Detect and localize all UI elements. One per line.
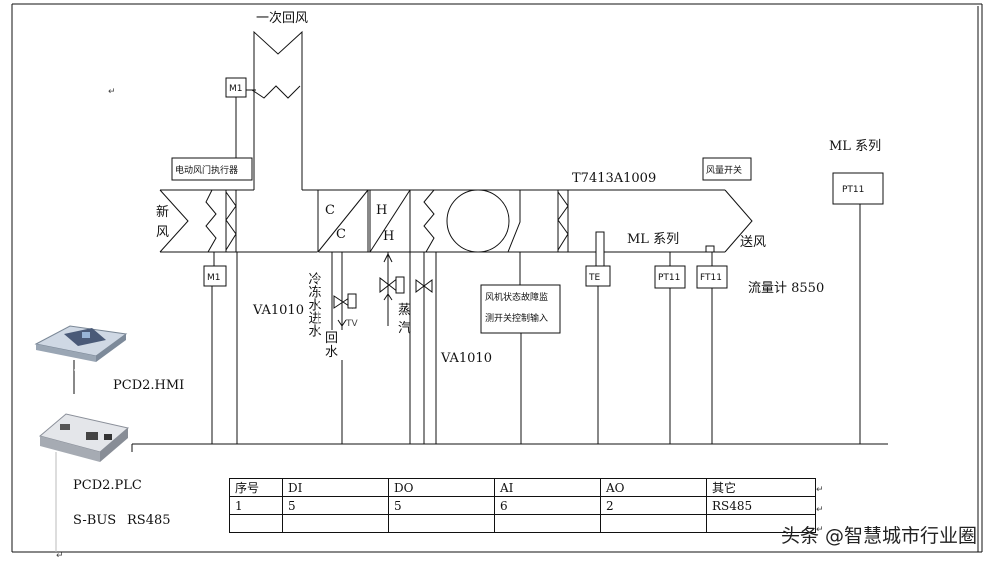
va1010-right-label: VA1010 bbox=[440, 351, 492, 366]
return-mark: ↵ bbox=[816, 525, 824, 535]
table-cell: 5 bbox=[388, 496, 495, 515]
supply-fan bbox=[446, 189, 510, 253]
flowmeter-label: 流量计 8550 bbox=[748, 281, 824, 296]
steam-label-1: 蒸 bbox=[398, 303, 411, 318]
sbus-label: S-BUS bbox=[73, 513, 116, 528]
chilled-water-in-label: 冷冻水进水 bbox=[306, 272, 322, 337]
rs485-label: RS485 bbox=[127, 513, 171, 528]
m1-bottom-label: M1 bbox=[207, 273, 221, 283]
pt11-a-label: PT11 bbox=[658, 273, 680, 283]
watermark-text: 头条 @智慧城市行业圈 bbox=[780, 525, 977, 547]
ml-series-mid: ML 系列 bbox=[627, 232, 679, 247]
return-mark: ↵ bbox=[108, 87, 116, 97]
airflow-switch-box bbox=[702, 157, 752, 181]
table-cell: 1 bbox=[229, 496, 283, 515]
table-header-cell: AO bbox=[600, 478, 707, 497]
fresh-air-label-1: 新 bbox=[156, 204, 169, 220]
cooling-coil-diagonal bbox=[317, 189, 369, 253]
ft11-link bbox=[705, 245, 715, 266]
pcd2-plc-device bbox=[38, 413, 130, 462]
table-header-cell: 其它 bbox=[706, 478, 816, 497]
m1-top-label: M1 bbox=[229, 84, 243, 94]
m1-bottom-box bbox=[203, 265, 227, 287]
table-cell bbox=[229, 514, 283, 533]
fresh-air-filter bbox=[205, 189, 217, 253]
va1010-right-valve bbox=[415, 279, 433, 293]
table-cell: RS485 bbox=[706, 496, 816, 515]
steam-valve-actuator bbox=[395, 276, 405, 294]
fresh-air-damper-zigzag bbox=[225, 191, 237, 251]
table-row: 1 5 5 6 2 RS485 bbox=[229, 496, 816, 515]
damper-actuator-box bbox=[171, 157, 253, 181]
table-cell bbox=[706, 514, 816, 533]
pt11-b-box bbox=[832, 172, 884, 205]
return-mark: ↵ bbox=[816, 485, 824, 495]
steam-valve bbox=[379, 276, 399, 294]
airflow-switch-label: 风量开关 bbox=[706, 164, 742, 176]
table-header-cell: 序号 bbox=[229, 478, 283, 497]
outlet-damper bbox=[557, 189, 569, 253]
pt11-b-label: PT11 bbox=[842, 185, 864, 195]
supply-air-outlet bbox=[724, 189, 753, 253]
table-cell: 2 bbox=[600, 496, 707, 515]
steam-arrow-up bbox=[383, 252, 393, 263]
steam-flow-arrow bbox=[383, 293, 393, 326]
fan-status-label-1: 风机状态故障监 bbox=[485, 291, 548, 303]
fresh-air-label-2: 风 bbox=[156, 225, 169, 240]
table-header-cell: DI bbox=[282, 478, 389, 497]
fresh-air-inlet bbox=[159, 189, 189, 253]
return-mark: ↵ bbox=[56, 551, 64, 561]
return-mark: ↵ bbox=[816, 505, 824, 515]
table-cell bbox=[494, 514, 601, 533]
table-cell bbox=[282, 514, 389, 533]
return-water-1: 回 bbox=[325, 331, 338, 346]
table-row bbox=[229, 514, 816, 533]
tv-label: TV bbox=[345, 319, 358, 329]
fan-status-box bbox=[480, 284, 561, 334]
fresh-air-damper bbox=[225, 189, 237, 253]
return-water-2: 水 bbox=[325, 345, 338, 360]
io-point-table: 序号 DI DO AI AO 其它 1 5 5 6 2 RS485 bbox=[229, 478, 816, 533]
coil-c-top: C bbox=[325, 203, 335, 218]
table-cell: 5 bbox=[282, 496, 389, 515]
coil-h-bottom: H bbox=[383, 229, 394, 244]
return-air-label: 一次回风 bbox=[256, 10, 308, 26]
chilled-flow-arrow bbox=[337, 300, 347, 327]
pcd2-hmi-device bbox=[34, 325, 128, 362]
supply-air-label: 送风 bbox=[740, 235, 766, 250]
ml-series-right: ML 系列 bbox=[829, 139, 881, 154]
table-cell: 6 bbox=[494, 496, 601, 515]
te-label: TE bbox=[588, 273, 600, 283]
damper-actuator-label: 电动风门执行器 bbox=[175, 164, 238, 176]
table-cell bbox=[388, 514, 495, 533]
return-air-duct bbox=[253, 30, 303, 190]
mid-filter bbox=[423, 189, 435, 253]
coil-h-top: H bbox=[376, 203, 387, 218]
table-cell bbox=[600, 514, 707, 533]
heating-coil-diagonal bbox=[369, 189, 411, 253]
fan-status-label-2: 测开关控制输入 bbox=[485, 312, 548, 324]
fan-housing bbox=[478, 189, 521, 253]
ft11-label: FT11 bbox=[700, 273, 722, 283]
return-air-damper bbox=[251, 85, 301, 99]
table-header-row: 序号 DI DO AI AO 其它 bbox=[229, 478, 816, 497]
t7413-label: T7413A1009 bbox=[572, 171, 656, 186]
steam-label-2: 汽 bbox=[398, 321, 411, 336]
table-header-cell: AI bbox=[494, 478, 601, 497]
table-header-cell: DO bbox=[388, 478, 495, 497]
coil-c-bottom: C bbox=[336, 227, 346, 242]
page-frame bbox=[11, 3, 983, 553]
va1010-left-label: VA1010 bbox=[252, 303, 304, 318]
chilled-valve-actuator bbox=[347, 293, 357, 309]
outlet-damper-zigzag bbox=[557, 191, 569, 251]
pcd2-hmi-label: PCD2.HMI bbox=[113, 378, 184, 393]
pcd2-plc-label: PCD2.PLC bbox=[73, 478, 142, 493]
te-probe bbox=[595, 231, 605, 267]
